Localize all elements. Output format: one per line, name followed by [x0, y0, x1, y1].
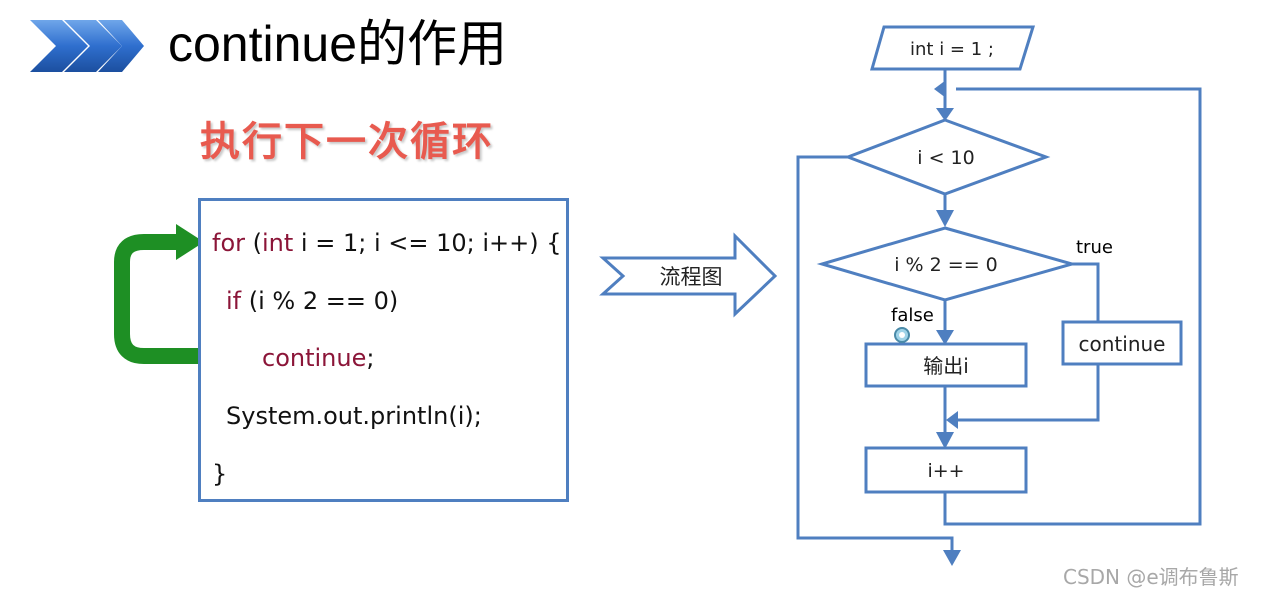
- continue-node: [1061, 320, 1183, 366]
- code-box: for (int i = 1; i <= 10; i++) { if (i % …: [198, 198, 569, 502]
- code-line-continue: continue;: [262, 343, 374, 373]
- page-title: continue的作用: [168, 16, 508, 72]
- watermark: CSDN @e调布鲁斯: [1063, 565, 1239, 589]
- keyword-continue: continue: [262, 344, 367, 372]
- increment-node: [864, 446, 1028, 494]
- condition-loop-label: i < 10: [917, 147, 974, 169]
- output-label: 输出i: [923, 354, 969, 378]
- code-text: (: [245, 229, 262, 257]
- start-node: [870, 25, 1036, 71]
- code-line-println: System.out.println(i);: [226, 402, 482, 430]
- flowchart-pointer-arrow: 流程图: [599, 232, 778, 318]
- code-line-close: }: [212, 460, 228, 488]
- subtitle: 执行下一次循环: [200, 118, 494, 165]
- label-false: false: [891, 305, 934, 326]
- code-line-if: if (i % 2 == 0): [226, 286, 398, 316]
- loop-back-arrow: [114, 224, 220, 364]
- code-text: (i % 2 == 0): [241, 287, 399, 315]
- code-line-for: for (int i = 1; i <= 10; i++) {: [212, 228, 562, 258]
- start-node-label: int i = 1 ;: [910, 39, 994, 60]
- output-node: [864, 342, 1028, 388]
- continue-label: continue: [1079, 332, 1166, 356]
- keyword-for: for: [212, 229, 245, 257]
- arrow-label: 流程图: [660, 265, 723, 289]
- code-text: i = 1; i <= 10; i++) {: [293, 229, 562, 257]
- label-true: true: [1076, 237, 1113, 258]
- increment-label: i++: [927, 460, 964, 482]
- cursor-indicator-icon: [894, 327, 910, 343]
- condition-mod-label: i % 2 == 0: [894, 254, 998, 276]
- keyword-int: int: [262, 229, 294, 257]
- code-text: ;: [366, 344, 375, 372]
- chevron-icon: [30, 20, 144, 72]
- keyword-if: if: [226, 287, 242, 315]
